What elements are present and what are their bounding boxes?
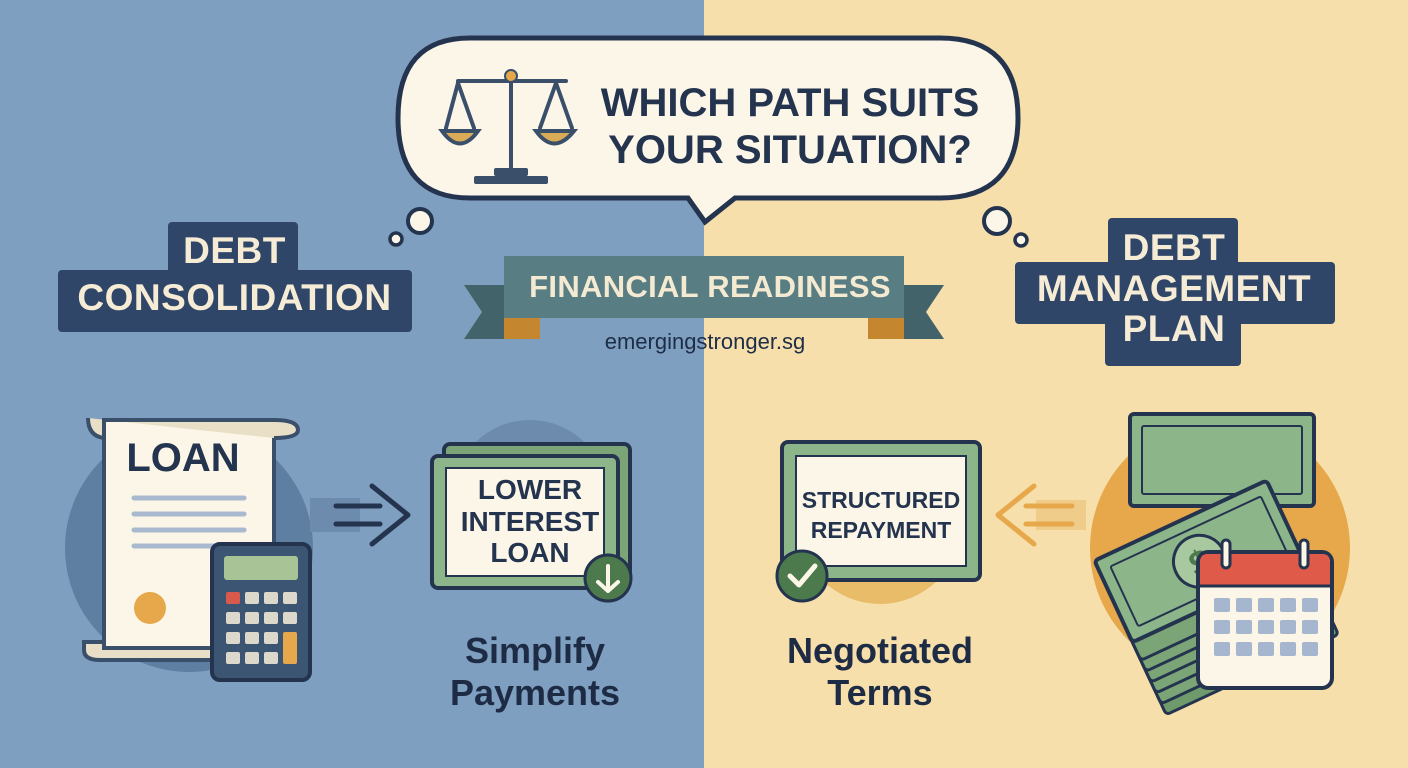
lower-loan-line-2: INTEREST — [460, 505, 600, 537]
caption-right-line-2: Terms — [827, 672, 933, 714]
loan-document-title: LOAN — [126, 436, 240, 480]
debt-consolidation-label-bg — [168, 222, 298, 278]
lower-interest-loan-text: LOWER INTEREST LOAN — [455, 474, 605, 569]
calendar-icon — [1196, 538, 1334, 690]
checkmark-badge-icon — [775, 549, 829, 603]
simplify-payments-caption: Simplify Payments — [420, 630, 650, 715]
left-label-line-1: DEBT — [183, 230, 286, 271]
lower-interest-loan-card — [430, 442, 632, 590]
arrow-down-badge-icon — [583, 553, 633, 603]
lower-loan-line-1: LOWER — [477, 474, 583, 505]
right-label-line-1: DEBT — [1122, 227, 1226, 268]
debt-consolidation-label: DEBT CONSOLIDATION — [62, 228, 407, 322]
lower-loan-line-3: LOAN — [490, 537, 570, 569]
structured-line-2: REPAYMENT — [810, 516, 952, 543]
debt-management-plan-label: DEBT MANAGEMENT PLAN — [1018, 227, 1330, 350]
question-line-1: WHICH PATH SUITS — [600, 81, 980, 125]
calculator-icon — [210, 542, 312, 682]
caption-left-line-2: Payments — [449, 672, 621, 714]
financial-readiness-ribbon — [464, 256, 944, 339]
right-label-line-2: MANAGEMENT — [1036, 267, 1312, 309]
website-url: emergingstronger.sg — [604, 329, 806, 354]
structured-line-1: STRUCTURED — [801, 487, 961, 513]
balance-scale-icon — [438, 69, 579, 184]
left-label-line-2: CONSOLIDATION — [77, 276, 392, 318]
question-title: WHICH PATH SUITS YOUR SITUATION? — [590, 80, 990, 174]
structured-repayment-text: STRUCTURED REPAYMENT — [786, 486, 976, 546]
arrow-right-icon — [310, 483, 411, 547]
question-line-2: YOUR SITUATION? — [608, 128, 972, 173]
debt-management-label-bg — [1108, 218, 1238, 274]
right-label-line-3: PLAN — [1122, 308, 1226, 350]
caption-right-line-1: Negotiated — [786, 630, 973, 671]
ribbon-label: FINANCIAL READINESS — [529, 269, 891, 304]
negotiated-terms-caption: Negotiated Terms — [765, 630, 995, 715]
arrow-left-icon — [995, 483, 1086, 547]
thought-bubble — [388, 35, 1029, 248]
caption-left-line-1: Simplify — [464, 630, 606, 671]
structured-repayment-card — [780, 440, 982, 582]
